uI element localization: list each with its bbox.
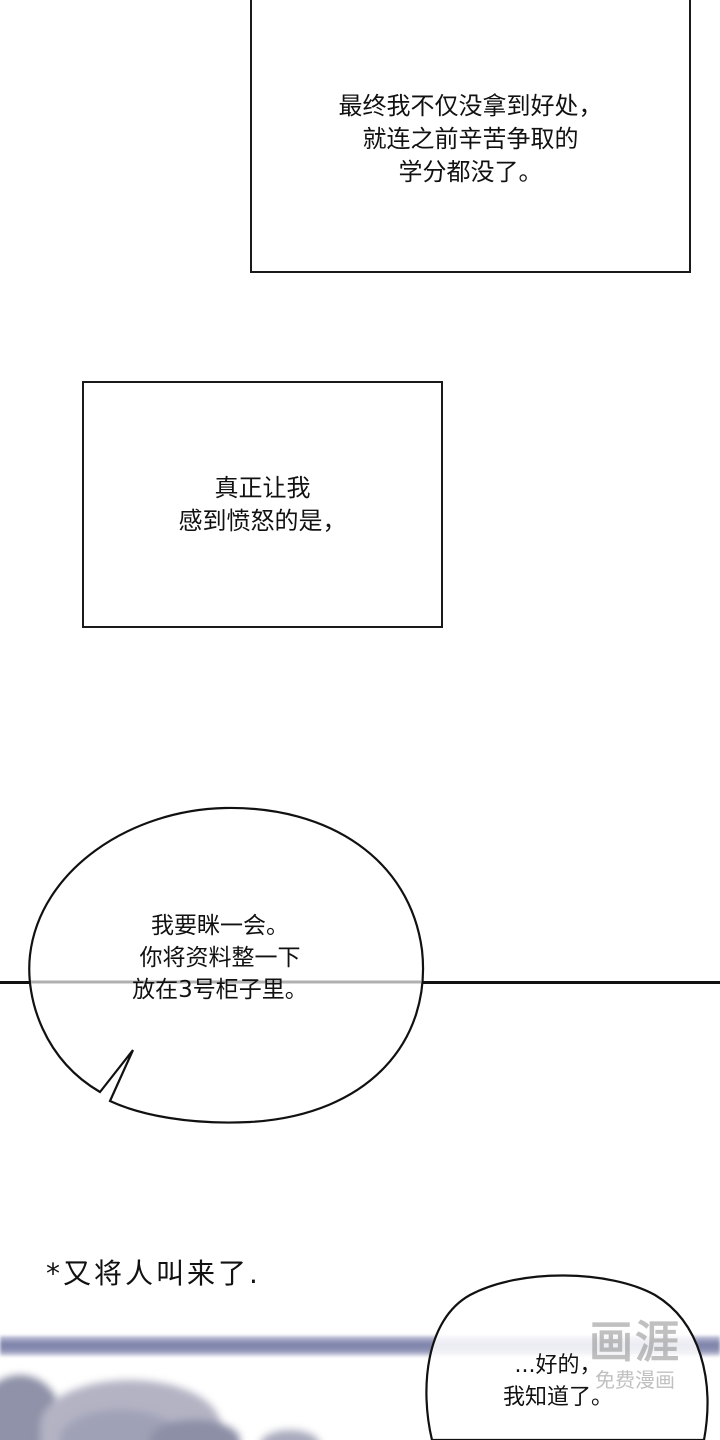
scene-mountain — [260, 1430, 320, 1440]
caption-box-middle: 真正让我 感到愤怒的是， — [82, 381, 443, 628]
caption-text-middle: 真正让我 感到愤怒的是， — [178, 473, 347, 535]
speech-bubble-2-text: ...好的， 我知道了。 — [502, 1353, 613, 1410]
caption-box-top: 最终我不仅没拿到好处， 就连之前辛苦争取的 学分都没了。 — [250, 0, 691, 273]
scene-mountain — [150, 1420, 240, 1440]
sound-effect-text: *又将人叫来了. — [46, 1257, 261, 1290]
watermark-subtitle: 免费漫画 — [595, 1368, 675, 1392]
watermark: 画涯 免费漫画 — [560, 1317, 710, 1393]
watermark-title: 画涯 — [589, 1317, 681, 1368]
caption-text-top: 最终我不仅没拿到好处， 就连之前辛苦争取的 学分都没了。 — [338, 92, 603, 186]
speech-bubble-1-text: 我要眯一会。 你将资料整一下 放在3号柜子里。 — [132, 913, 308, 1003]
